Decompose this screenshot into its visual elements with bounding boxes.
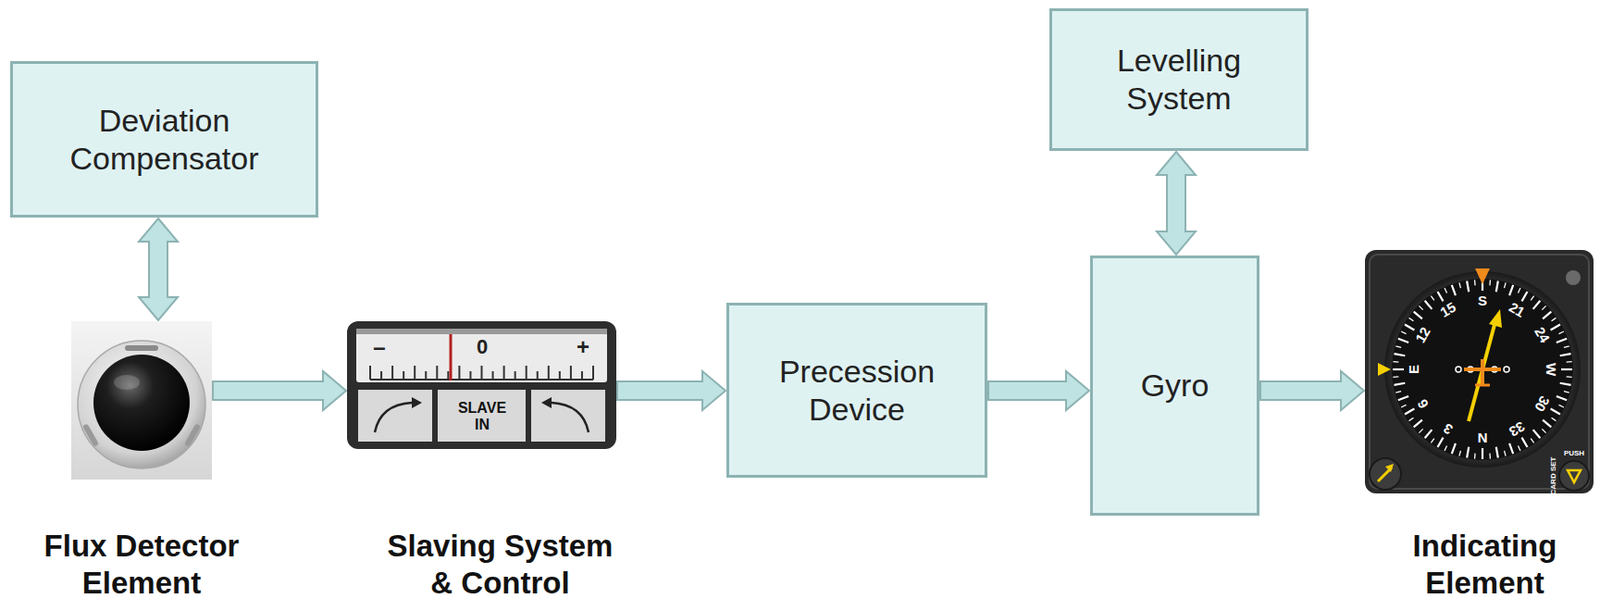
- knob-text: PUSH: [1563, 449, 1585, 459]
- block-arrow: [617, 371, 726, 410]
- box-label: Gyro: [1141, 366, 1210, 405]
- process-box: Precession Device: [726, 302, 988, 478]
- scale-plus: +: [576, 334, 590, 360]
- component-caption: Flux Detector Element: [30, 527, 253, 601]
- box-label: Precession Device: [745, 352, 968, 429]
- flux-detector-picture: [71, 321, 212, 480]
- compass-number: 24: [1531, 324, 1553, 347]
- block-arrow: [1156, 151, 1196, 255]
- flux-detector: Flux Detector Element: [71, 321, 212, 480]
- hsi-instrument-picture: [1364, 249, 1594, 494]
- block-arrow: [988, 371, 1090, 410]
- compass-number: N: [1477, 430, 1489, 447]
- compass-number: 30: [1531, 393, 1553, 415]
- process-box: Gyro: [1090, 255, 1260, 516]
- hsi-indicator: Indicating Element: [1364, 249, 1594, 494]
- compass-number: E: [1406, 364, 1423, 374]
- block-arrow: [212, 371, 347, 410]
- box-label: Levelling System: [1077, 41, 1281, 118]
- knob-text: CARD SET: [1550, 457, 1559, 496]
- compass-number: 33: [1506, 418, 1528, 440]
- slave-button-text: SLAVE IN: [451, 399, 513, 433]
- compass-number: S: [1477, 293, 1488, 310]
- process-box: Levelling System: [1049, 8, 1309, 151]
- block-arrow: [1260, 371, 1365, 410]
- compass-number: 21: [1506, 299, 1528, 322]
- component-caption: Indicating Element: [1383, 527, 1588, 601]
- compass-number: 6: [1414, 396, 1432, 410]
- process-box: Deviation Compensator: [10, 61, 319, 218]
- scale-minus: –: [372, 334, 385, 360]
- compass-number: 3: [1440, 420, 1455, 437]
- compass-number: 12: [1413, 324, 1435, 347]
- box-label: Deviation Compensator: [30, 101, 299, 178]
- block-arrow: [138, 218, 178, 321]
- compass-number: W: [1543, 362, 1560, 376]
- component-caption: Slaving System & Control: [381, 527, 621, 601]
- compass-number: 15: [1438, 299, 1460, 322]
- scale-zero: 0: [476, 335, 488, 359]
